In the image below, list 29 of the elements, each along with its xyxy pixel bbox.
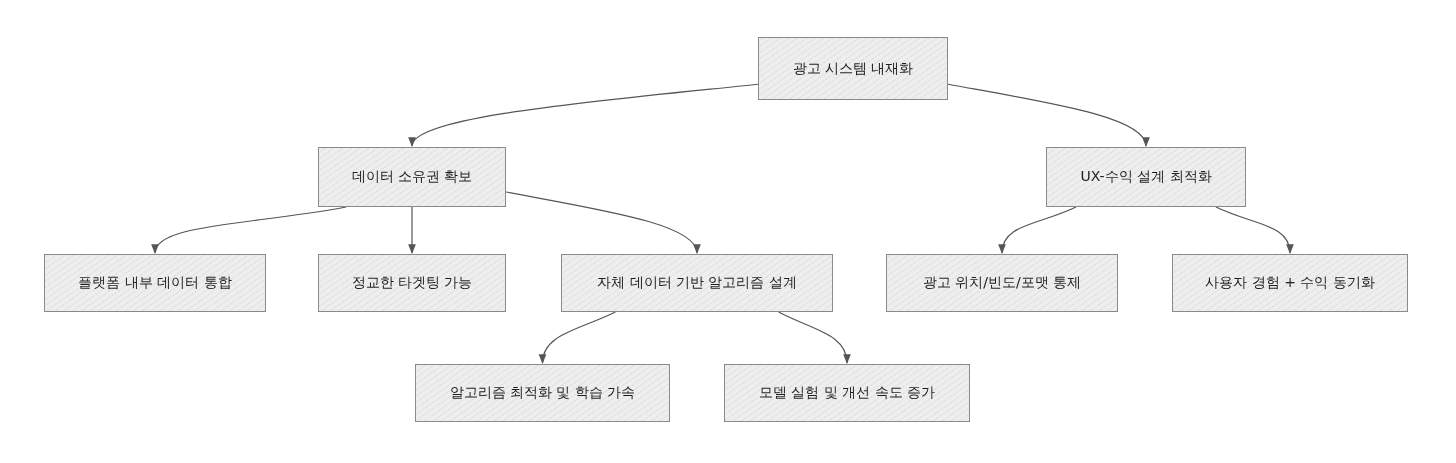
process-box [561,254,833,312]
arrow [153,206,347,254]
process-box [318,147,506,207]
arrow [539,311,616,364]
process-box [415,364,670,422]
process-box [44,254,266,312]
node-label: 데이터 소유권 확보 [351,168,473,186]
node-label: 정교한 타겟팅 가능 [351,274,473,292]
process-box [318,254,506,312]
node-label: 사용자 경험 + 수익 동기화 [1205,274,1375,292]
process-box [1172,254,1408,312]
arrow [505,191,699,254]
arrow [408,206,416,254]
process-box [758,37,948,100]
node-label: UX-수익 설계 최적화 [1080,168,1212,186]
node-label: 광고 위치/빈도/포맷 통제 [922,274,1082,292]
process-box [1046,147,1246,207]
arrow [947,83,1148,147]
node-label: 플랫폼 내부 데이터 통합 [78,274,232,292]
process-box [724,364,970,422]
node-label: 자체 데이터 기반 알고리즘 설계 [597,274,797,292]
node-label: 모델 실험 및 개선 속도 증가 [758,384,936,402]
node-label: 알고리즘 최적화 및 학습 가속 [449,384,636,402]
arrow [778,311,850,364]
arrow [999,206,1077,254]
arrow [411,83,759,147]
node-label: 광고 시스템 내재화 [792,59,914,78]
process-box [886,254,1118,312]
arrow [1215,206,1293,254]
